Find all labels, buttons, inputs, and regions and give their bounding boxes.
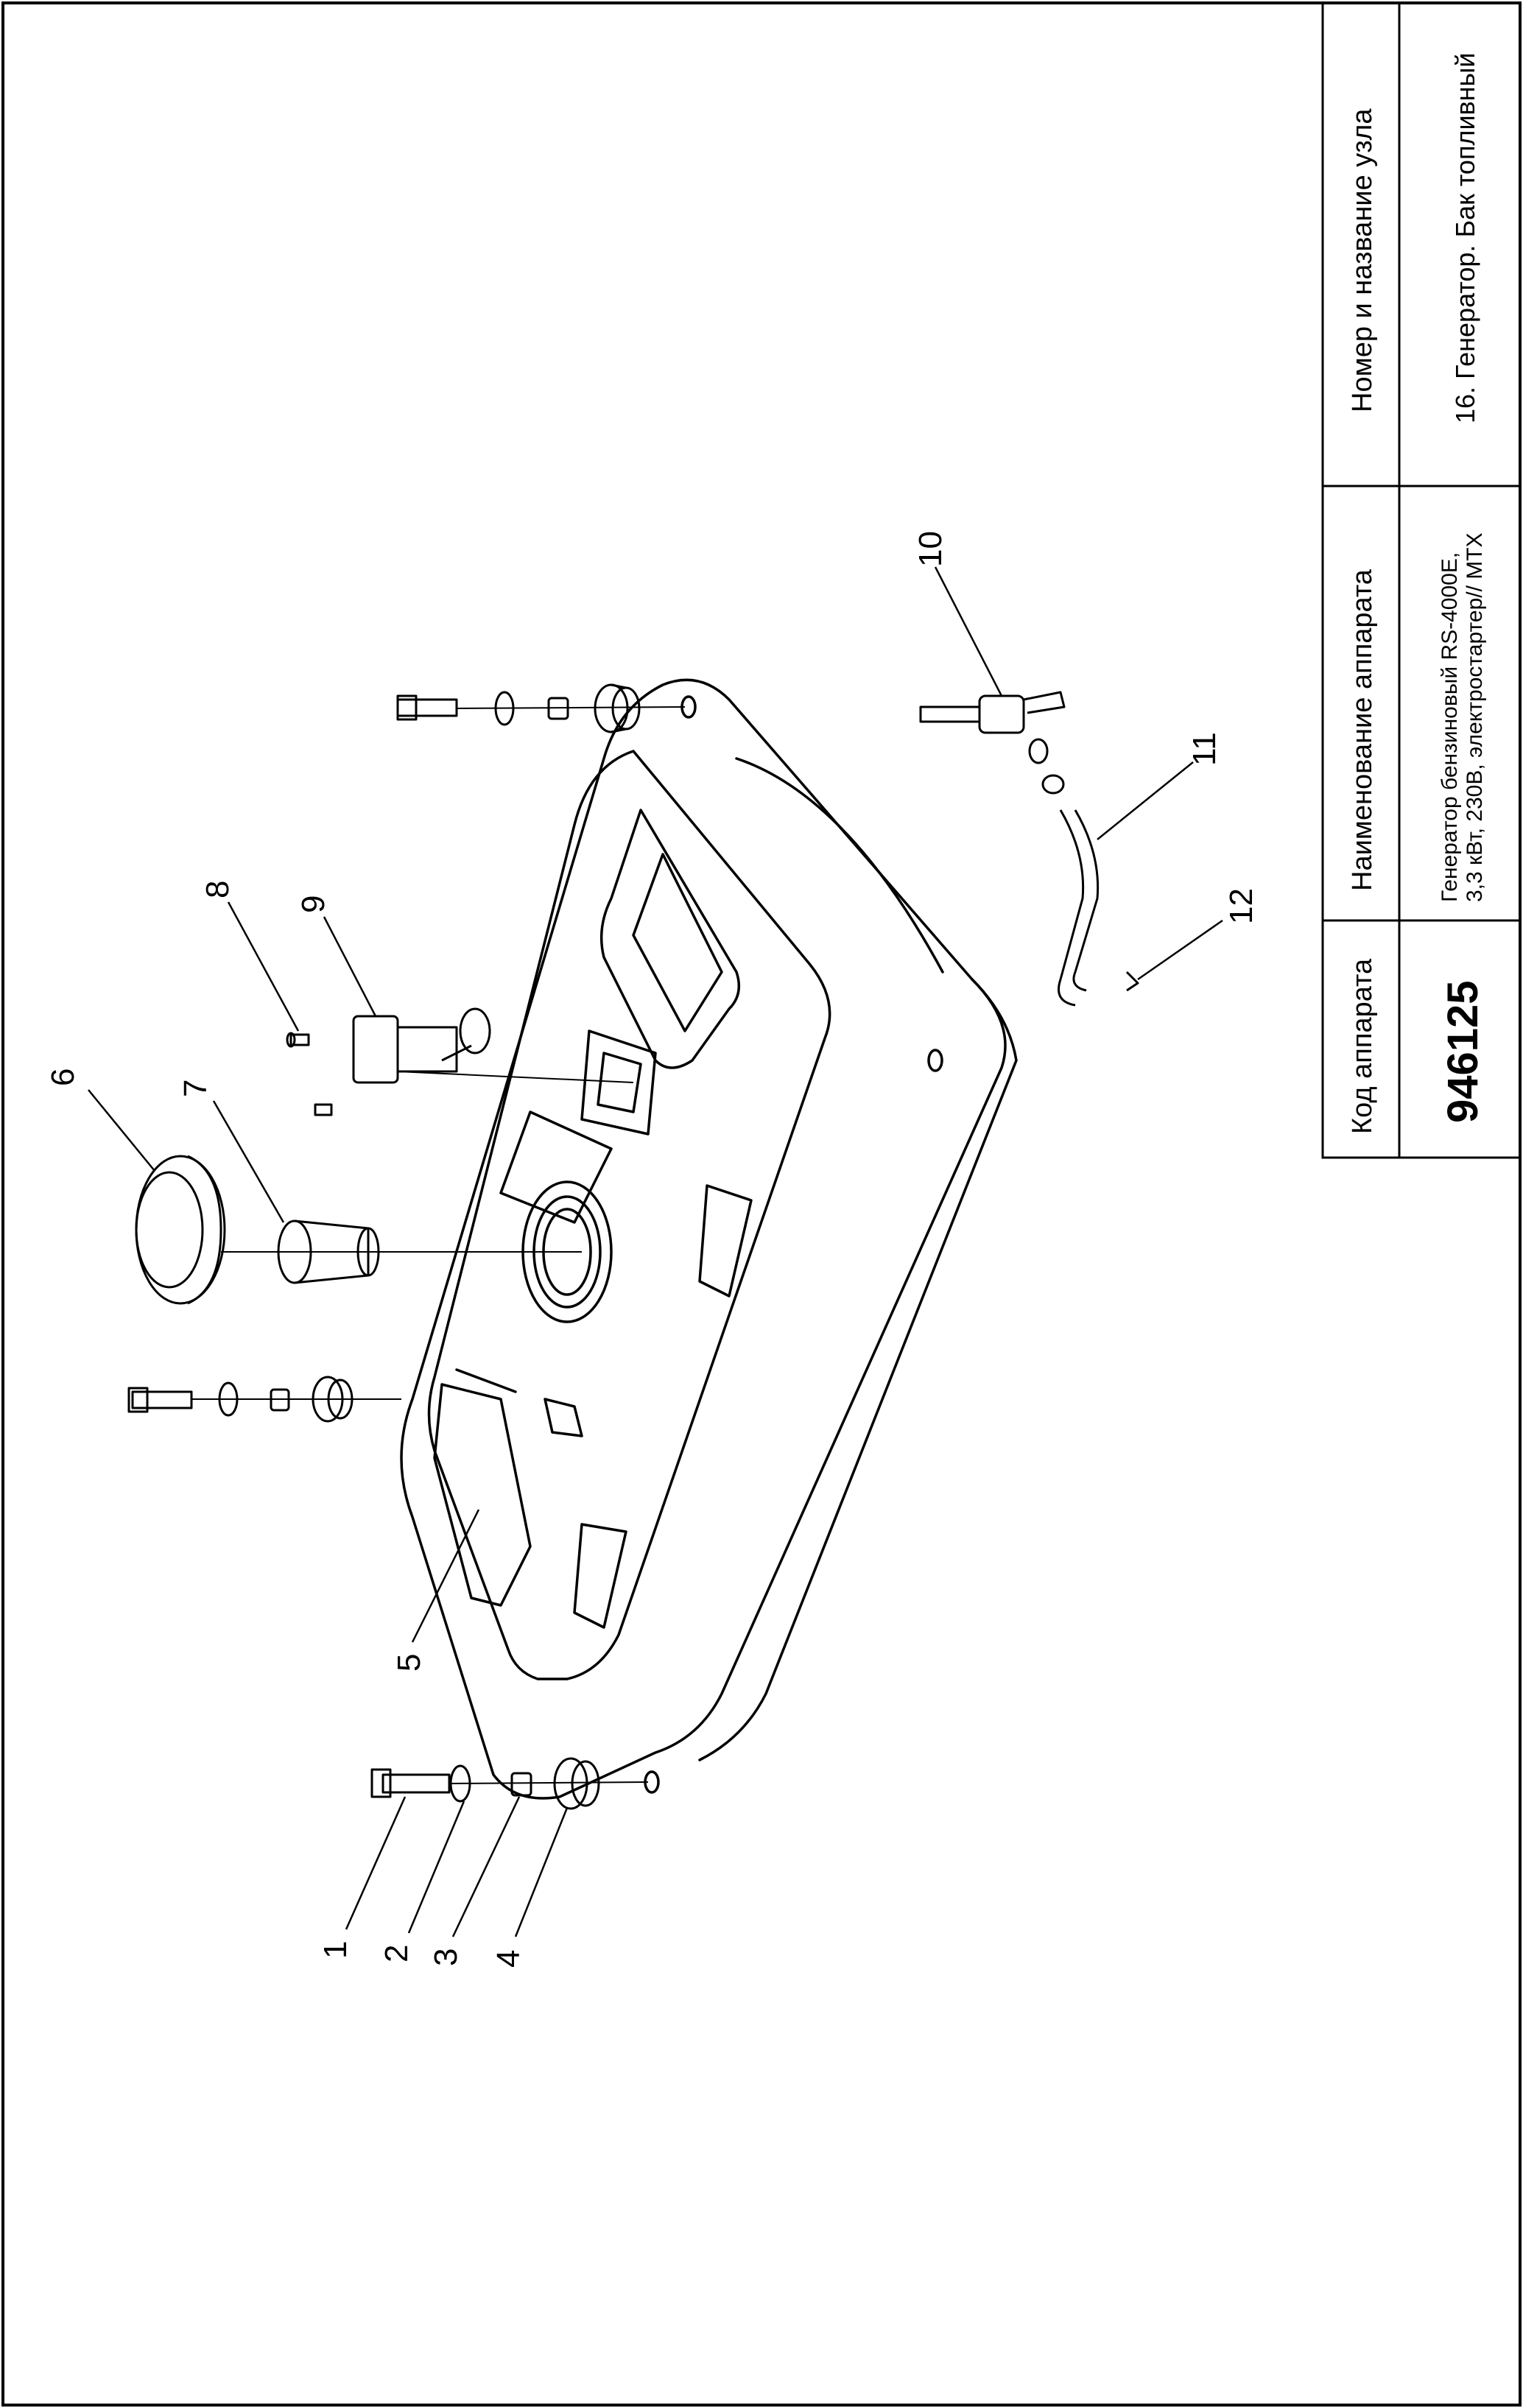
assembly-lines <box>191 706 686 1784</box>
callout-8: 8 <box>200 881 236 898</box>
callout-labels: 1 2 3 4 5 6 7 8 9 10 11 12 <box>45 531 1259 1968</box>
device-header: Наименование аппарата <box>1347 568 1378 891</box>
screw-8 <box>286 1032 310 1048</box>
fuel-valve-10 <box>919 691 1066 764</box>
grommet-top <box>594 683 641 733</box>
callout-5: 5 <box>391 1654 427 1672</box>
callout-12: 12 <box>1223 888 1259 924</box>
device-code: 946125 <box>1439 980 1487 1123</box>
leader-lines <box>88 566 1223 1937</box>
fuel-cap-6 <box>135 1155 226 1305</box>
bolt-top <box>396 694 458 721</box>
callout-3: 3 <box>428 1948 464 1966</box>
hose-clamp-12 <box>1125 971 1139 992</box>
callout-6: 6 <box>45 1069 81 1086</box>
device-name-line2: 3,3 кВт, 230В, электростартер// MTX <box>1463 532 1487 902</box>
fuel-hose-11 <box>1058 809 1085 1007</box>
callout-4: 4 <box>490 1950 527 1968</box>
callout-7: 7 <box>177 1080 214 1097</box>
title-block <box>1321 1 1522 1159</box>
callout-9: 9 <box>295 895 331 913</box>
fuel-gauge-9 <box>314 1007 491 1116</box>
callout-11: 11 <box>1186 732 1223 766</box>
fuel-tank-drawing <box>400 678 1018 1800</box>
node-header: Номер и название узла <box>1347 108 1378 412</box>
grommet-4 <box>553 1757 600 1810</box>
callout-2: 2 <box>379 1945 415 1962</box>
callout-10: 10 <box>912 531 949 567</box>
bolt-1 <box>370 1768 451 1798</box>
device-name-line1: Генератор бензиновый RS-4000E, <box>1438 552 1462 902</box>
bolt-mid <box>127 1387 193 1413</box>
spacer-3 <box>510 1772 532 1797</box>
clamp-ring <box>1041 774 1065 795</box>
node-name: 16. Генератор. Бак топливный <box>1450 52 1480 423</box>
callout-1: 1 <box>317 1941 354 1959</box>
code-header: Код аппарата <box>1347 958 1378 1134</box>
